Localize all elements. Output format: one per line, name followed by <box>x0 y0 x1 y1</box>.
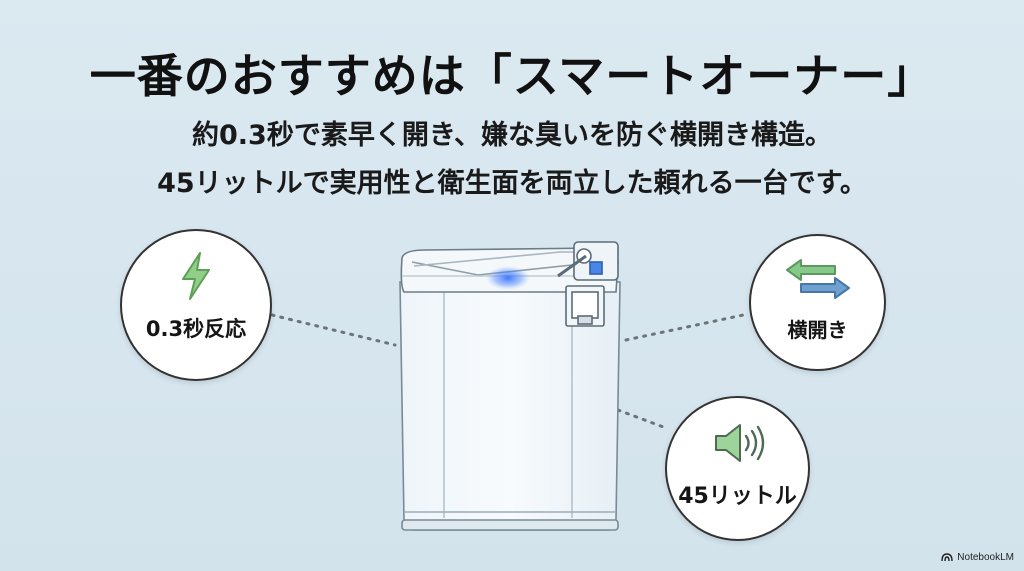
hinge-mechanism <box>557 241 619 327</box>
subtitle-line-1: 約0.3秒で素早く開き、嫌な臭いを防ぐ横開き構造。 <box>192 120 832 151</box>
notebooklm-logo-icon <box>941 553 953 562</box>
notebooklm-watermark: NotebookLM <box>941 552 1014 563</box>
connector-lines <box>270 312 750 430</box>
slide-title: 一番のおすすめは「スマートオーナー」 <box>89 49 935 103</box>
sensor-glow <box>486 266 530 290</box>
feature-label-speed: 0.3秒反応 <box>145 317 247 341</box>
speaker-icon <box>667 418 808 468</box>
lightning-icon <box>122 251 270 301</box>
subtitle-line-2: 45リットルで実用性と衛生面を両立した頼れる一台です。 <box>157 168 867 199</box>
feature-badge-side-opening: 横開き <box>749 234 886 371</box>
feature-label-capacity: 45リットル <box>678 484 797 509</box>
feature-label-side-opening: 横開き <box>787 318 848 342</box>
feature-badge-speed: 0.3秒反応 <box>120 229 272 381</box>
trash-can-body <box>399 281 621 531</box>
watermark-text: NotebookLM <box>957 552 1014 563</box>
feature-badge-capacity: 45リットル <box>665 396 810 541</box>
side-arrows-icon <box>751 254 884 304</box>
